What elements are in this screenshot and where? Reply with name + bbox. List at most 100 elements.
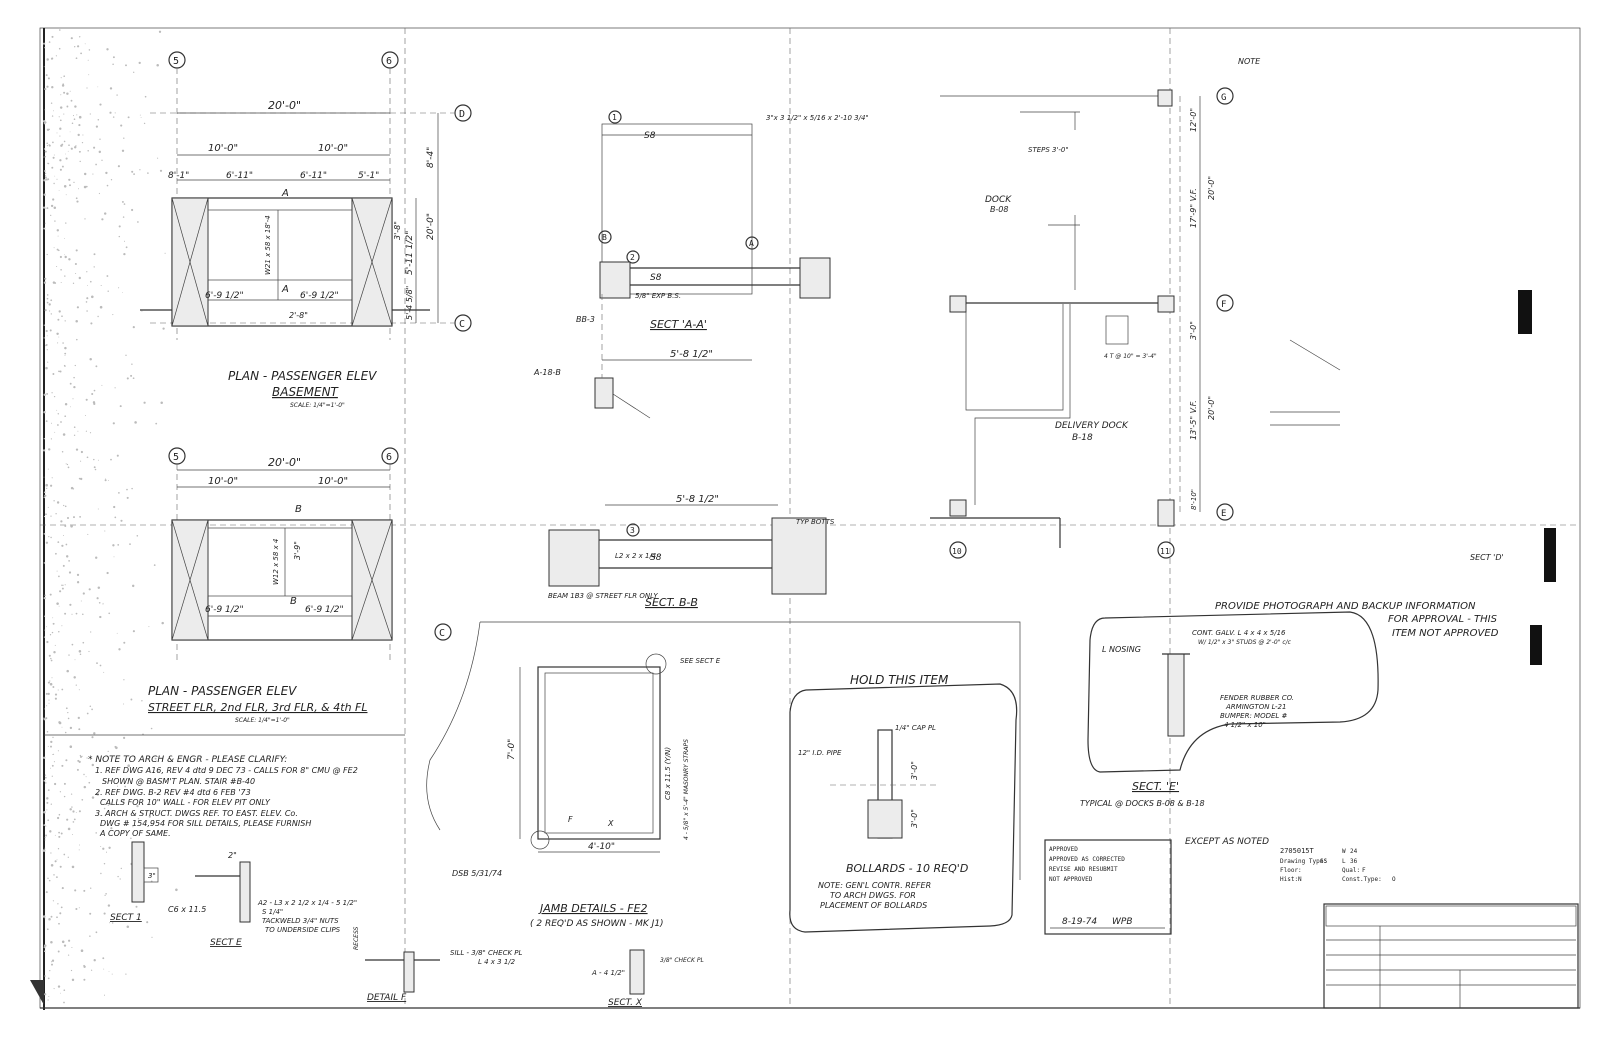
speckle (66, 818, 69, 821)
speckle (47, 448, 51, 451)
plan-street-floor: 5 6 20'-0" 10'-0" 10'-0" B W12 x 58 x 4 … (148, 447, 452, 724)
speckle (92, 401, 96, 404)
speckle (61, 165, 64, 168)
speckle (72, 398, 74, 400)
speckle (51, 392, 53, 394)
speckle (67, 711, 69, 714)
speckle (44, 88, 47, 91)
speckle (43, 476, 45, 478)
speckle (58, 630, 60, 633)
right-margin-notes: NOTE SECT 'D' (1238, 57, 1556, 665)
speckle (42, 119, 46, 123)
speckle (81, 798, 84, 801)
speckle (68, 178, 71, 181)
svg-text:6'-9 1/2": 6'-9 1/2" (205, 605, 244, 615)
svg-text:FENDER RUBBER CO.: FENDER RUBBER CO. (1220, 694, 1294, 702)
svg-text:BEAM 1B3 @ STREET FLR ONLY: BEAM 1B3 @ STREET FLR ONLY (548, 592, 658, 600)
speckle (118, 648, 121, 651)
speckle (89, 705, 92, 707)
svg-text:8'-4": 8'-4" (426, 147, 436, 168)
speckle (87, 59, 89, 61)
speckle (47, 178, 50, 181)
speckle (45, 782, 47, 784)
speckle (86, 87, 88, 89)
speckle (116, 632, 118, 634)
speckle (60, 520, 63, 523)
speckle (74, 46, 76, 48)
speckle (49, 310, 51, 312)
speckle (47, 789, 50, 791)
speckle (63, 254, 65, 256)
svg-text:A-18-B: A-18-B (533, 368, 561, 377)
svg-text:L2 x 2 x 1/4: L2 x 2 x 1/4 (615, 552, 656, 560)
speckle (148, 815, 151, 818)
speckle (45, 541, 49, 544)
speckle (144, 95, 147, 98)
speckle (76, 45, 80, 48)
speckle (51, 166, 54, 169)
plan-street-title: PLAN - PASSENGER ELEV (148, 684, 297, 698)
speckle (147, 172, 149, 174)
speckle (76, 573, 80, 577)
speckle (101, 218, 104, 221)
svg-text:RECESS: RECESS (353, 926, 360, 950)
speckle (77, 716, 80, 720)
speckle (113, 505, 116, 509)
speckle (50, 745, 52, 748)
speckle (67, 954, 70, 956)
speckle (91, 295, 94, 299)
svg-text:5/8" EXP B.S.: 5/8" EXP B.S. (635, 292, 681, 300)
speckle (56, 570, 58, 572)
speckle (86, 712, 89, 715)
speckle (95, 163, 97, 166)
sect-e-label: SECT. 'E' (1132, 780, 1179, 793)
speckle (132, 326, 135, 329)
speckle (89, 280, 92, 283)
speckle (44, 993, 47, 996)
speckle (49, 682, 53, 686)
speckle (119, 405, 122, 408)
speckle (50, 657, 52, 660)
speckle (43, 227, 46, 230)
svg-text:* NOTE TO ARCH & ENGR - PLEASE: * NOTE TO ARCH & ENGR - PLEASE CLARIFY: (88, 755, 287, 765)
speckle (56, 859, 58, 861)
svg-text:W12 x 58 x 4: W12 x 58 x 4 (272, 539, 280, 585)
svg-text:NOTE: GEN'L CONTR. REFER: NOTE: GEN'L CONTR. REFER (818, 881, 931, 890)
speckle (95, 365, 98, 368)
speckle (55, 513, 57, 515)
speckle (61, 315, 63, 318)
speckle (63, 782, 66, 785)
speckle (70, 969, 73, 972)
speckle (75, 145, 77, 147)
svg-text:A2 - L3 x 2 1/2 x 1/4 - 5 1/2": A2 - L3 x 2 1/2 x 1/4 - 5 1/2" (257, 899, 357, 907)
speckle (57, 848, 60, 850)
speckle (73, 385, 76, 389)
speckle (123, 703, 125, 705)
speckle (58, 813, 61, 816)
speckle (59, 791, 62, 793)
speckle (74, 105, 77, 108)
speckle (46, 809, 48, 811)
speckle (114, 387, 116, 389)
svg-text:3'-0": 3'-0" (910, 809, 919, 828)
speckle (43, 562, 46, 564)
speckle (130, 837, 132, 840)
speckle (53, 247, 55, 249)
speckle (91, 392, 94, 396)
speckle (70, 37, 73, 40)
speckle (43, 179, 46, 182)
svg-text:A: A (749, 239, 754, 248)
speckle (57, 318, 60, 321)
speckle (150, 727, 153, 730)
speckle (56, 229, 59, 232)
speckle (50, 767, 52, 769)
speckle (137, 221, 139, 223)
speckle (72, 821, 75, 823)
speckle (44, 708, 46, 710)
speckle (84, 43, 86, 45)
approval-stamp: APPROVED APPROVED AS CORRECTED REVISE AN… (1044, 837, 1269, 935)
speckle (90, 359, 92, 360)
speckle (66, 516, 70, 520)
speckle (53, 500, 55, 502)
speckle (59, 127, 62, 130)
